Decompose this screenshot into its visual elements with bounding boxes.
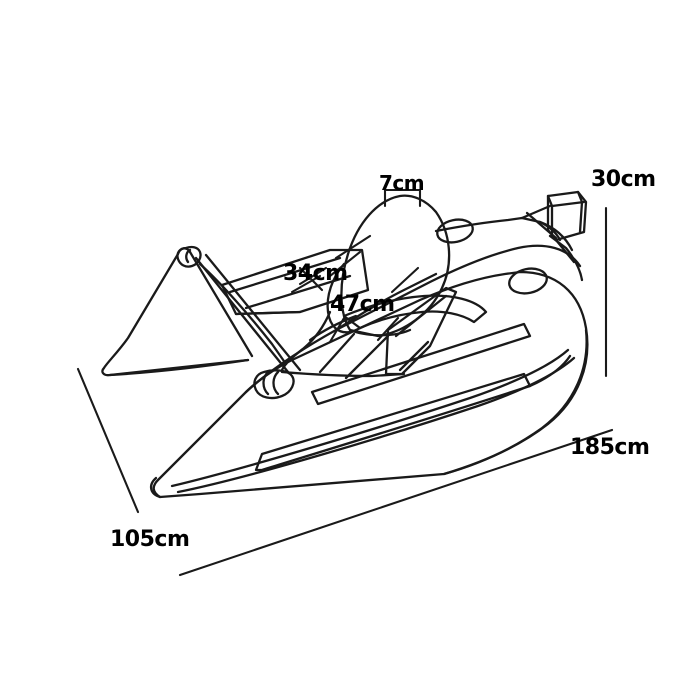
hull-group [101, 190, 589, 499]
transom-mount-edge [550, 200, 586, 208]
backrest-fin-edge [188, 250, 254, 358]
side-stripe-lower [254, 372, 532, 472]
seat-cushion-side [326, 262, 352, 334]
transom-strut-b [548, 234, 584, 282]
buckle-upper [176, 245, 202, 268]
stern-curve [442, 328, 588, 476]
seat-wing-line [394, 294, 448, 338]
seat-wing-line2 [398, 340, 430, 372]
seat-frame-crossbar [198, 262, 288, 366]
dimension-bracket-7cm [383, 188, 422, 208]
buckle-lower-pin-b [272, 370, 280, 396]
grommet-rear [508, 267, 548, 295]
hull-chine [170, 348, 570, 488]
dimension-label-seat-thickness: 7cm [379, 171, 425, 195]
seat-cushion-crease [348, 328, 412, 337]
hull-chine-2 [176, 356, 576, 494]
dimension-line-185cm [178, 428, 614, 577]
transom-mount-face [576, 190, 584, 234]
hull-deck-edge [244, 244, 582, 394]
hull-deck-stern [434, 216, 524, 233]
seat-deck-join [280, 370, 406, 378]
backrest-fin-base [108, 358, 250, 377]
dimension-leader-34cm [290, 234, 372, 294]
seat-frame-strap [194, 256, 290, 374]
seat-back-panel-line [228, 256, 342, 294]
bow-tip [149, 476, 162, 499]
transom-strut-a [525, 211, 558, 240]
dimension-label-seat-width: 47cm [330, 292, 395, 317]
cockpit-rim [342, 294, 488, 330]
buckle-upper-pin [185, 248, 192, 264]
seat-support-left [280, 310, 332, 372]
dimension-label-height: 30cm [591, 167, 656, 192]
hull-deck-forward [334, 272, 438, 332]
grommet-front [436, 218, 474, 244]
dimension-label-length: 185cm [570, 435, 650, 460]
dimension-lines-group [76, 188, 614, 577]
side-stripe-upper [310, 322, 532, 406]
transom-strut-c [554, 238, 576, 264]
transom-arm-left [520, 204, 552, 220]
dimension-label-backrest: 34cm [283, 261, 348, 286]
dimension-leader-47cm [298, 266, 420, 344]
seat-back-panel-edge [234, 310, 302, 316]
buckle-lower-pin-a [262, 370, 270, 396]
dimension-line-105cm [76, 367, 140, 514]
seat-support-right [344, 334, 390, 380]
transom-arm-right [538, 220, 562, 242]
seat-support-mid [318, 332, 356, 374]
dimension-label-width: 105cm [110, 527, 190, 552]
